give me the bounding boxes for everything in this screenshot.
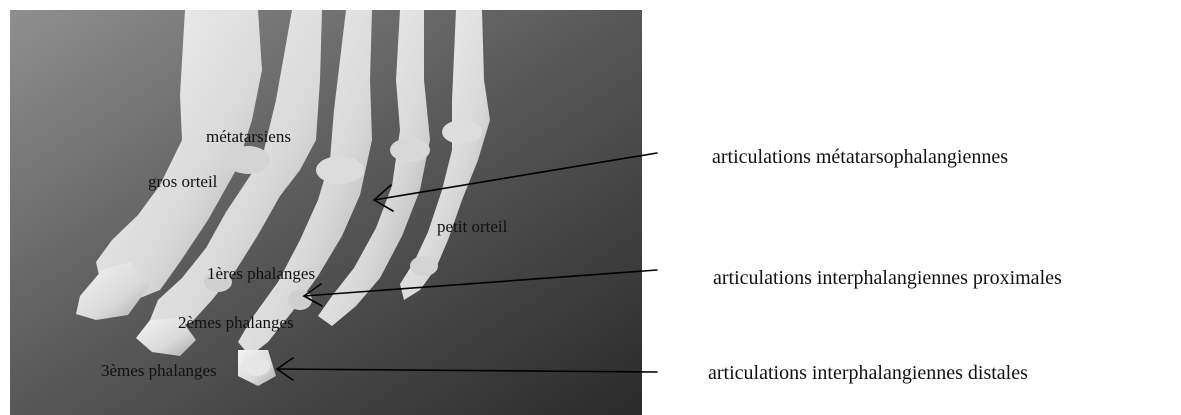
second-phalanges-label: 2èmes phalanges — [178, 314, 294, 331]
mtp-joints-label: articulations métatarsophalangiennes — [712, 147, 1008, 167]
little-toe-label: petit orteil — [437, 218, 507, 235]
first-phalanges-label: 1ères phalanges — [207, 265, 315, 282]
metatarsals-label: métatarsiens — [206, 128, 291, 145]
pip-joints-label: articulations interphalangiennes proxima… — [713, 268, 1062, 288]
big-toe-label: gros orteil — [148, 173, 217, 190]
third-phalanges-label: 3èmes phalanges — [101, 362, 217, 379]
foot-bones-photo — [0, 0, 642, 415]
dip-joints-label: articulations interphalangiennes distale… — [708, 363, 1028, 383]
